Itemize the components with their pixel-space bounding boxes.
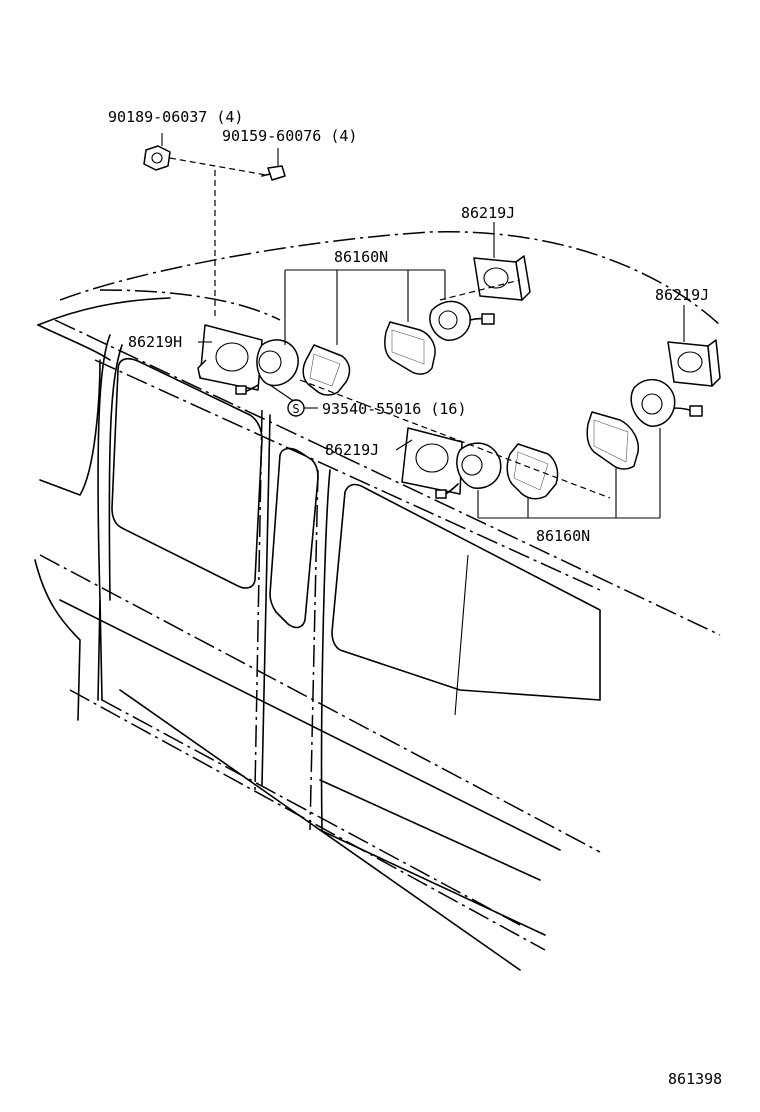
- label-speaker-top: 86160N: [334, 248, 388, 266]
- screw-symbol: S: [287, 399, 305, 417]
- screw-leader-line: [269, 384, 296, 403]
- label-screw-part: 93540-55016 (16): [322, 400, 467, 418]
- speaker-grille-mid: [506, 443, 559, 500]
- van-body-outline: [34, 231, 721, 971]
- speaker-grille-left-1: [302, 344, 351, 396]
- speaker-grille-top: [384, 321, 436, 375]
- bracket-86219j-mid: [401, 427, 463, 495]
- label-diagram-id: 861398: [668, 1070, 722, 1088]
- bracket-86219j-top: [473, 255, 531, 301]
- label-bracket-h: 86219H: [128, 333, 182, 351]
- speaker-right: [630, 378, 703, 427]
- nut-fastener: [143, 145, 171, 171]
- speaker-left-1: [235, 339, 299, 395]
- speaker-top: [429, 300, 495, 341]
- label-nut-part: 90189-06037 (4): [108, 108, 243, 126]
- label-bracket-j-mid: 86219J: [325, 441, 379, 459]
- fastener-link-line: [169, 157, 267, 176]
- speaker-mid: [435, 442, 502, 499]
- bracket-86219h: [197, 324, 263, 391]
- bracket-86219j-right: [667, 339, 721, 387]
- speaker-grille-right: [586, 411, 640, 470]
- label-bolt-part: 90159-60076 (4): [222, 127, 357, 145]
- label-speaker-bottom: 86160N: [536, 527, 590, 545]
- screw-symbol-letter: S: [292, 402, 299, 416]
- bolt-fastener: [261, 165, 286, 181]
- label-bracket-j-right: 86219J: [655, 286, 709, 304]
- label-bracket-j-top: 86219J: [461, 204, 515, 222]
- leader-lines: [198, 222, 685, 519]
